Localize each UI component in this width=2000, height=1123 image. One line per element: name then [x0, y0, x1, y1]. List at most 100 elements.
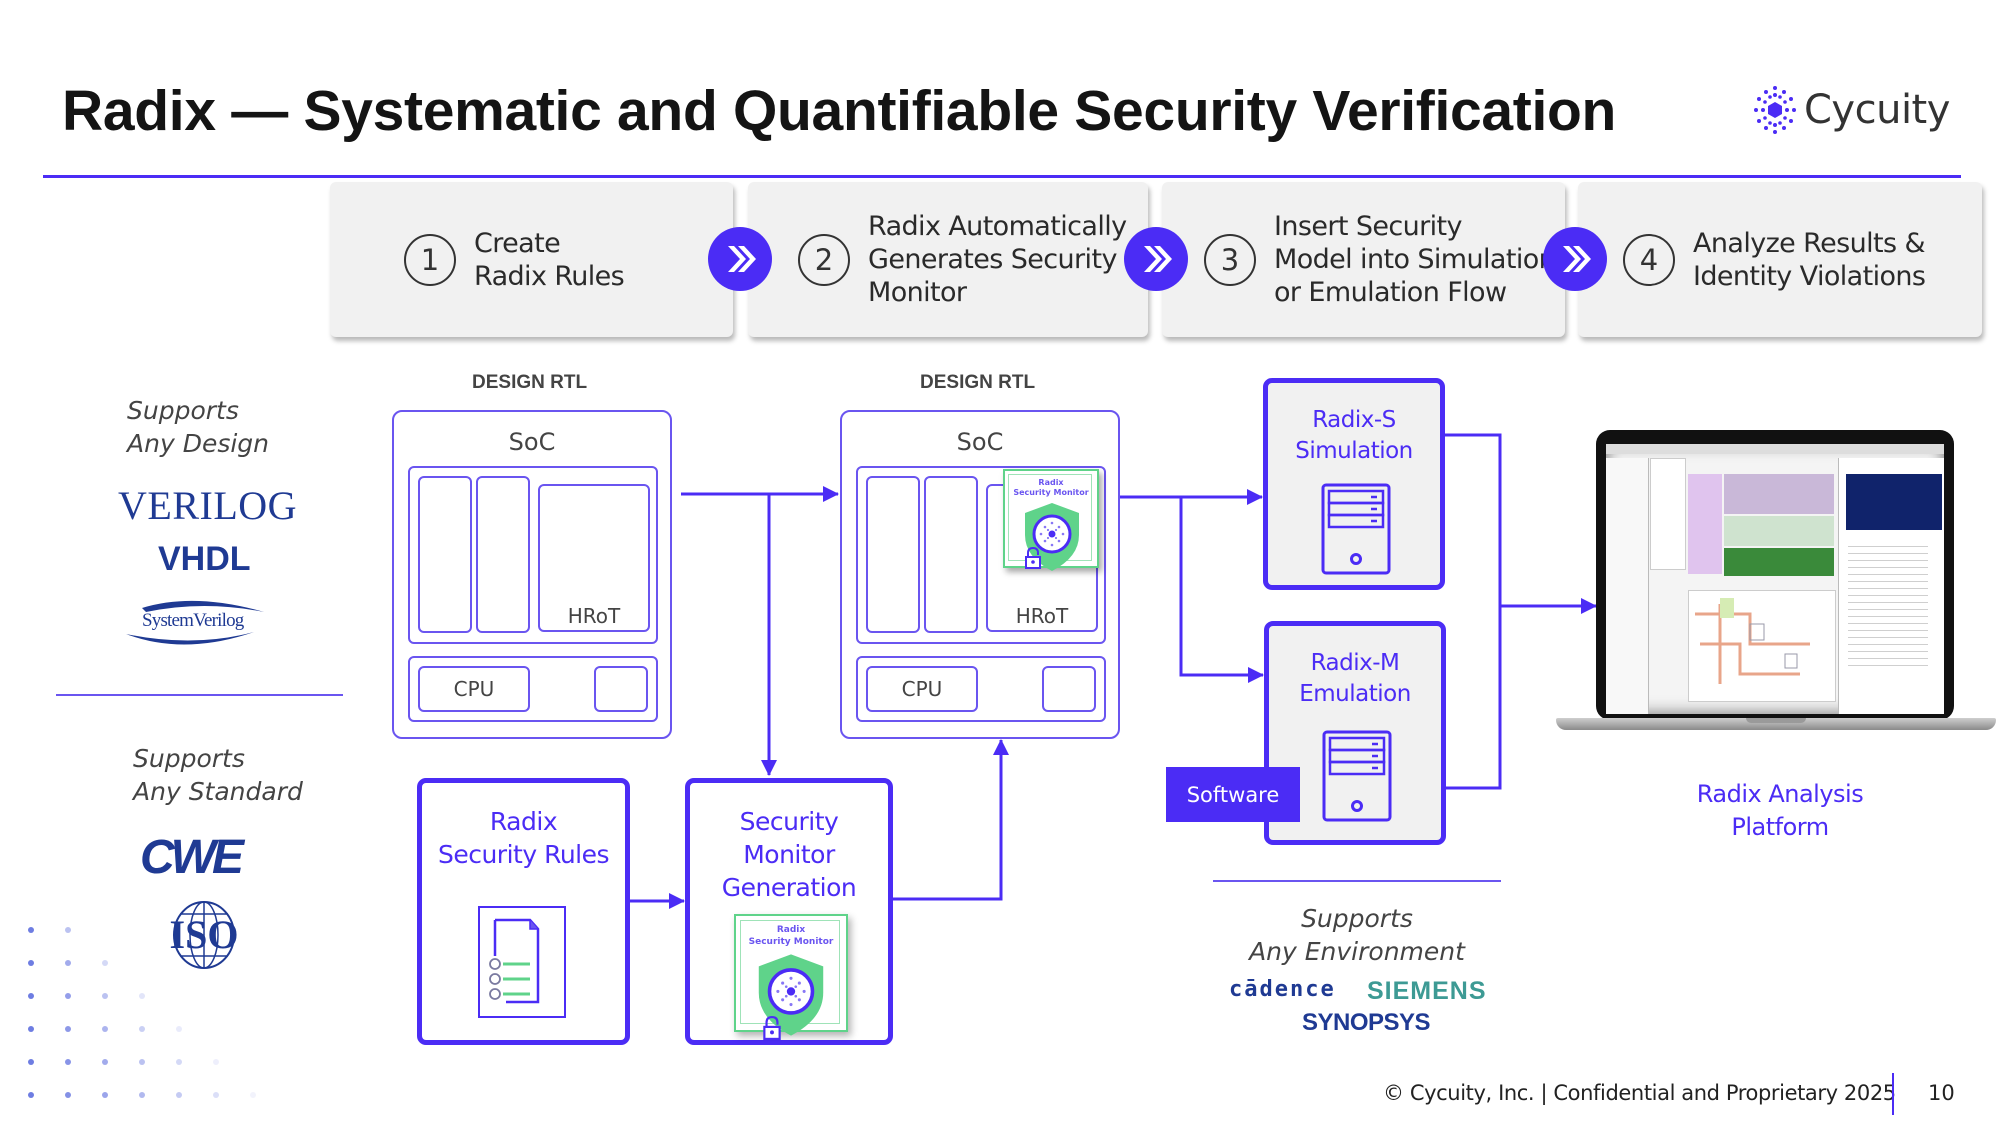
- footer-separator: [1892, 1073, 1894, 1115]
- label-line: Any Design: [127, 429, 270, 458]
- software-label: Software: [1166, 767, 1300, 822]
- ip-block: [418, 476, 472, 633]
- server-icon: [1322, 730, 1392, 822]
- decorative-dot: [213, 1059, 219, 1065]
- iso-text: ISO: [169, 912, 239, 957]
- step-line: Identity Violations: [1693, 260, 1926, 292]
- radix-security-rules-box: Radix Security Rules: [417, 778, 630, 1045]
- server-icon: [1321, 483, 1391, 575]
- design-rtl-label: DESIGN RTL: [472, 372, 588, 393]
- decorative-dot: [102, 993, 108, 999]
- padlock-icon: [1025, 547, 1041, 569]
- laptop-icon: [1556, 430, 1996, 755]
- badge-line: Radix: [776, 925, 806, 935]
- supports-design-label: Supports Any Design: [127, 394, 269, 460]
- rules-title: Radix Security Rules: [422, 805, 625, 871]
- verilog-logo: VERILOG: [118, 483, 298, 528]
- double-chevron-right-icon: [1124, 227, 1188, 291]
- page-number: 10: [1928, 1081, 1955, 1105]
- supports-environment-label: Supports Any Environment: [1213, 902, 1501, 968]
- label-line: Supports: [1301, 904, 1413, 933]
- ip-block: [924, 476, 978, 633]
- cycuity-logo: Cycuity: [1752, 84, 1950, 136]
- step-line: Radix Automatically: [868, 211, 1127, 242]
- decorative-dot: [28, 993, 34, 999]
- cwe-logo: CWE: [140, 831, 244, 884]
- badge-line: Security Monitor: [748, 937, 834, 947]
- systemverilog-text: SystemVerilog: [142, 610, 244, 631]
- radix-m-title: Radix-M Emulation: [1269, 648, 1441, 710]
- cpu-label: CPU: [453, 677, 495, 701]
- generation-title: Security Monitor Generation: [690, 805, 888, 904]
- peripheral-block: [1042, 666, 1096, 712]
- step-4: 4 Analyze Results & Identity Violations: [1578, 182, 1982, 337]
- step-number: 2: [798, 233, 850, 286]
- label-line: Platform: [1731, 813, 1829, 841]
- decorative-dot: [65, 927, 71, 933]
- connector-radix-to-platform: [1443, 433, 1502, 790]
- label-line: Supports: [133, 744, 245, 773]
- radix-s-title: Radix-S Simulation: [1268, 405, 1440, 467]
- decorative-dot: [176, 1026, 182, 1032]
- step-number: 1: [404, 233, 456, 286]
- analysis-screen: [1606, 444, 1944, 714]
- hrot-label: HRoT: [567, 604, 621, 628]
- title-line: Radix: [489, 807, 558, 836]
- label-line: Radix Analysis: [1696, 780, 1864, 808]
- ip-block: [476, 476, 530, 633]
- title-divider: [43, 175, 1961, 178]
- step-line: Analyze Results &: [1693, 227, 1926, 259]
- step-line: Monitor: [868, 277, 967, 308]
- badge-line: Security Monitor: [1013, 488, 1089, 497]
- hexagon-dots-logo-icon: [1754, 86, 1796, 134]
- decorative-dot: [176, 1059, 182, 1065]
- arrow-generation-to-rtl: [891, 739, 1009, 901]
- double-chevron-right-icon: [1543, 227, 1607, 291]
- decorative-dot: [250, 1092, 256, 1098]
- badge-line: Radix: [1038, 478, 1064, 487]
- soc-label: SoC: [956, 428, 1004, 456]
- siemens-logo: SIEMENS: [1367, 977, 1487, 1005]
- checklist-document-icon: [478, 906, 566, 1018]
- title-line: Radix-S: [1312, 407, 1396, 433]
- decorative-dot-grid: [28, 927, 256, 1098]
- title-line: Radix-M: [1310, 650, 1400, 676]
- step-1: 1 Create Radix Rules: [330, 182, 733, 337]
- title-line: Monitor: [743, 840, 835, 869]
- decorative-dot: [65, 1059, 71, 1065]
- step-text: Insert Security Model into Simulation or…: [1274, 210, 1556, 309]
- decorative-dot: [102, 1026, 108, 1032]
- security-monitor-badge: Radix Security Monitor: [1003, 469, 1099, 571]
- decorative-dot: [28, 927, 34, 933]
- cpu-label: CPU: [901, 677, 943, 701]
- radix-s-simulation-box: Radix-S Simulation: [1263, 378, 1445, 590]
- padlock-icon: [763, 1016, 781, 1040]
- decorative-dot: [139, 1026, 145, 1032]
- iso-logo: ISO: [160, 900, 248, 970]
- left-divider: [56, 694, 343, 696]
- decorative-dot: [139, 1059, 145, 1065]
- footer-copyright: © Cycuity, Inc. | Confidential and Propr…: [1383, 1081, 1896, 1105]
- decorative-dot: [176, 1092, 182, 1098]
- decorative-dot: [28, 1092, 34, 1098]
- badge-text: Radix Security Monitor: [1003, 478, 1099, 498]
- systemverilog-logo: SystemVerilog: [124, 596, 268, 648]
- soc-block-with-monitor: SoC HRoT CPU Radix Security Monitor: [840, 410, 1120, 739]
- label-line: Supports: [127, 396, 239, 425]
- step-line: Radix Rules: [474, 260, 625, 292]
- synopsys-logo: SYNOPSYS: [1302, 1009, 1431, 1036]
- title-line: Simulation: [1295, 438, 1413, 464]
- decorative-dot: [28, 1059, 34, 1065]
- environment-divider: [1213, 880, 1501, 882]
- soc-upper-region: HRoT: [408, 466, 658, 644]
- radix-analysis-platform-label: Radix Analysis Platform: [1640, 778, 1920, 844]
- step-text: Create Radix Rules: [474, 227, 625, 293]
- cpu-block: CPU: [418, 666, 530, 712]
- decorative-dot: [102, 1059, 108, 1065]
- decorative-dot: [28, 1026, 34, 1032]
- security-monitor-generation-box: Security Monitor Generation Radix Securi…: [685, 778, 893, 1045]
- decorative-dot: [65, 960, 71, 966]
- decorative-dot: [28, 960, 34, 966]
- soc-label: SoC: [508, 428, 556, 456]
- label-line: Any Standard: [133, 777, 303, 806]
